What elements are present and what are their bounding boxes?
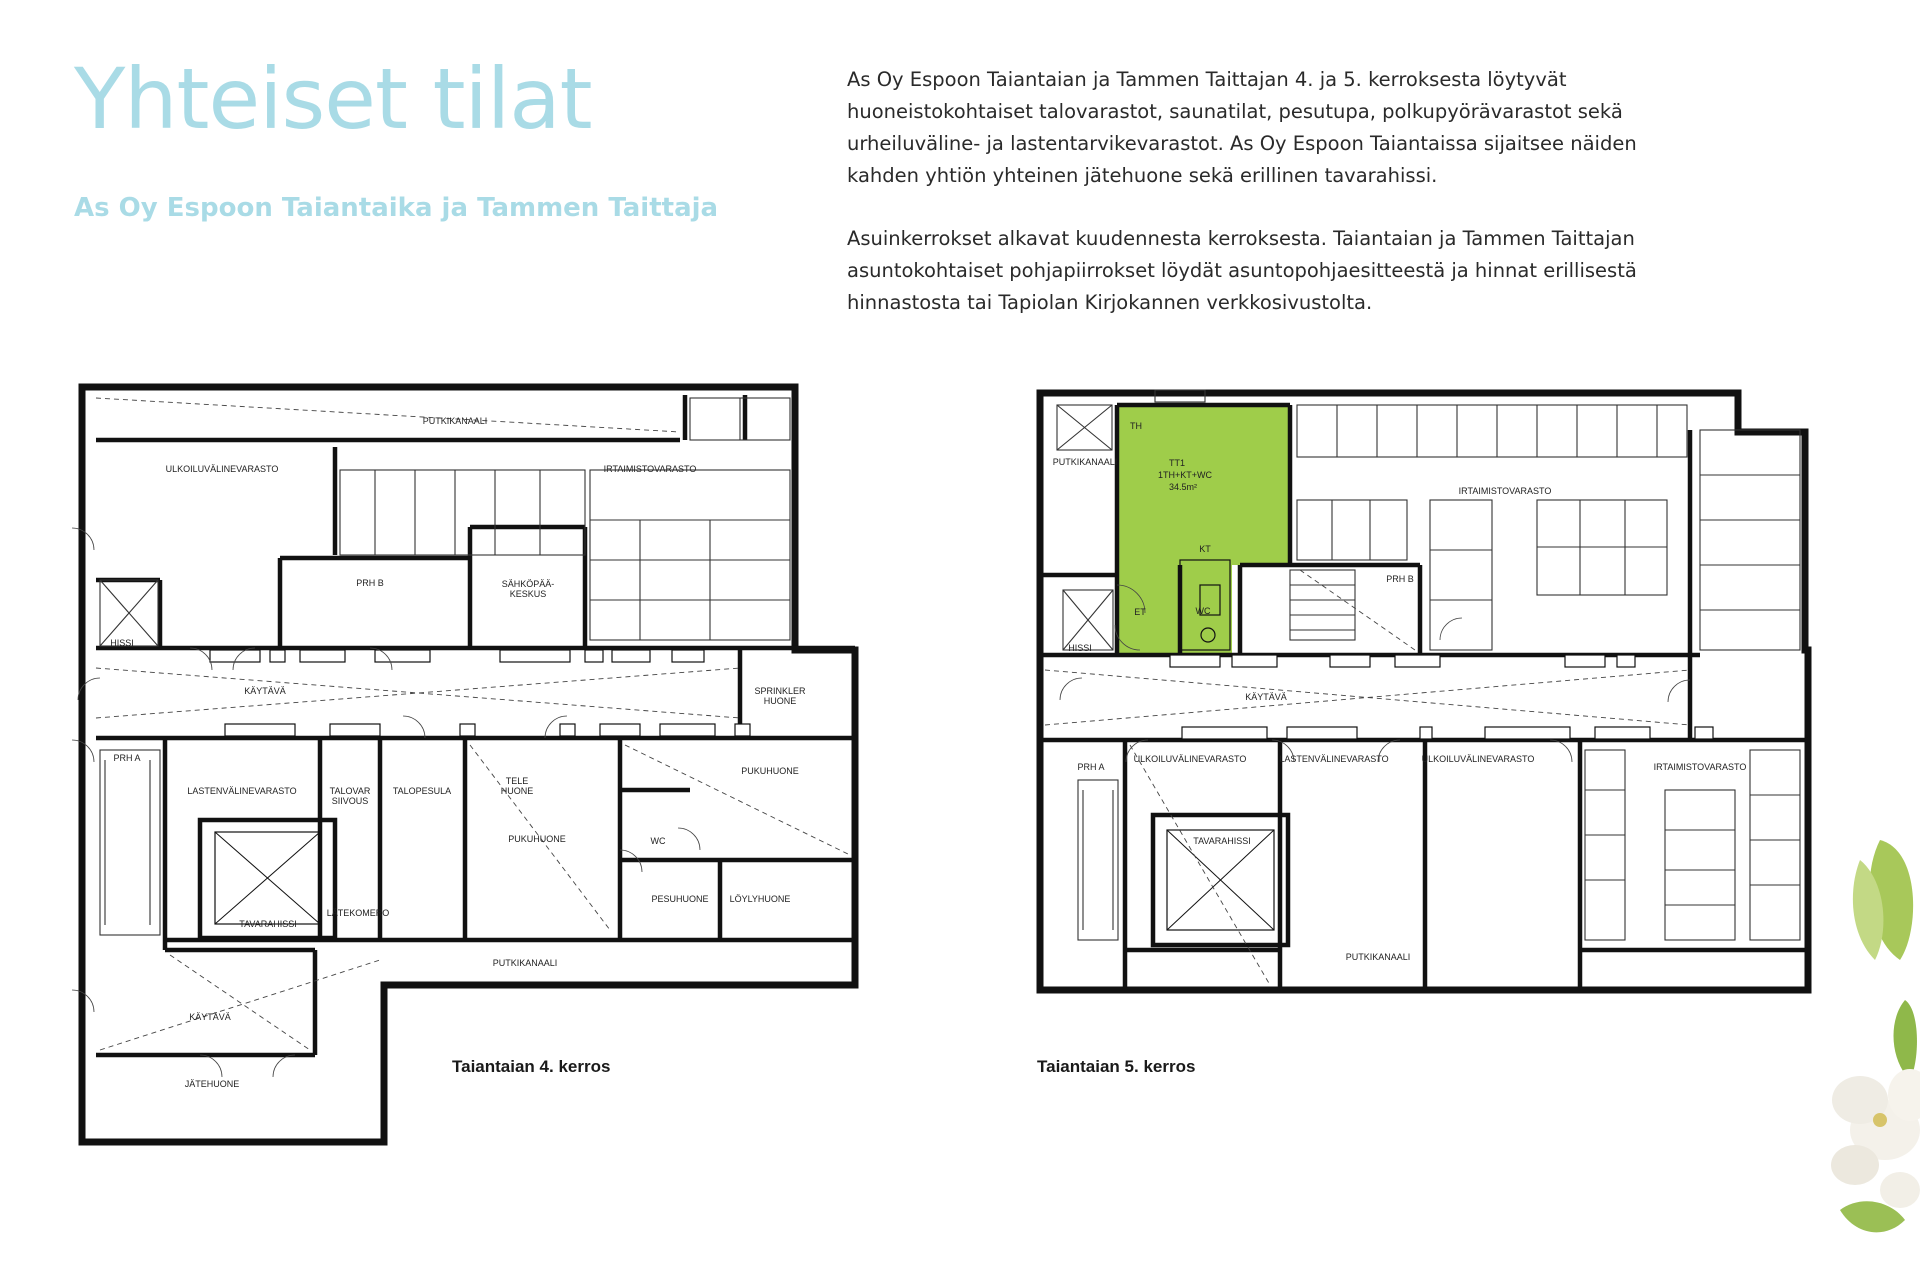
plan5-label-prh-a: PRH A: [1077, 762, 1104, 772]
plan4-label-sprinkler-1: SPRINKLER: [754, 686, 806, 696]
plan4-outer-wall: [78, 383, 859, 1146]
plan5-label-ulkoilu-1: ULKOILUVÄLINEVARASTO: [1134, 754, 1247, 764]
decorative-flower-image: [1831, 840, 1920, 1233]
page-title: Yhteiset tilat: [74, 50, 593, 148]
plan4-label-latekomero: LÄTEKOMERO: [327, 908, 390, 918]
plan4-label-wc: WC: [651, 836, 666, 846]
intro-paragraph-2: Asuinkerrokset alkavat kuudennesta kerro…: [847, 227, 1637, 314]
plan4-label-tele-2: HUONE: [501, 786, 534, 796]
plan5-label-lastenvaline: LASTENVÄLINEVARASTO: [1279, 754, 1388, 764]
plan4-label-sahko-1: SÄHKÖPÄÄ-: [502, 579, 555, 589]
page-subtitle: As Oy Espoon Taiantaika ja Tammen Taitta…: [74, 193, 719, 223]
plan5-label-wc: WC: [1196, 606, 1211, 616]
plan4-label-talovar-1: TALOVAR: [330, 786, 371, 796]
apartment-tt1-highlight: [1117, 405, 1290, 565]
plan5-label-ulkoilu-2: ULKOILUVÄLINEVARASTO: [1422, 754, 1535, 764]
plan5-label-th: TH: [1130, 421, 1142, 431]
plan4-label-prh-b: PRH B: [356, 578, 384, 588]
plan4-label-hissi: HISSI: [110, 638, 134, 648]
plan4-label-putkikanaali: PUTKIKANAALI: [423, 416, 488, 426]
plan5-label-irtaimisto-right: IRTAIMISTOVARASTO: [1654, 762, 1747, 772]
plan4-label-putkikanaali-bottom: PUTKIKANAALI: [493, 958, 558, 968]
plan4-label-pukuhuone-2: PUKUHUONE: [508, 834, 566, 844]
plan4-label-talovar-2: SIIVOUS: [332, 796, 369, 806]
plan4-label-tele-1: TELE: [506, 776, 529, 786]
plan5-caption: Taiantaian 5. kerros: [1037, 1057, 1196, 1076]
plan5-label-putkikanaali: PUTKIKANAALI: [1053, 457, 1118, 467]
floor-plan-5: TH TT1 1TH+KT+WC 34.5m² KT ET WC PUTKIKA…: [1036, 389, 1812, 994]
plan4-label-kaytava-lower: KÄYTÄVÄ: [189, 1012, 231, 1022]
plan4-label-prh-a: PRH A: [113, 753, 140, 763]
plan5-label-tt1-2: 1TH+KT+WC: [1158, 470, 1213, 480]
plan4-label-jatehuone: JÄTEHUONE: [185, 1079, 240, 1089]
plan5-label-tt1-3: 34.5m²: [1169, 482, 1197, 492]
plan4-label-pesuhuone: PESUHUONE: [651, 894, 708, 904]
plan5-label-irtaimisto-top: IRTAIMISTOVARASTO: [1459, 486, 1552, 496]
plan4-label-irtaimisto: IRTAIMISTOVARASTO: [604, 464, 697, 474]
plan5-label-hissi: HISSI: [1068, 643, 1092, 653]
plan4-label-talopesula: TALOPESULA: [393, 786, 451, 796]
plan4-label-sahko-2: KESKUS: [510, 589, 547, 599]
floor-plan-4: PUTKIKANAALI ULKOILUVÄLINEVARASTO IRTAIM…: [71, 383, 859, 1146]
plan5-label-prh-b: PRH B: [1386, 574, 1414, 584]
plan4-label-pukuhuone-1: PUKUHUONE: [741, 766, 799, 776]
plan4-label-ulkoilu: ULKOILUVÄLINEVARASTO: [166, 464, 279, 474]
plan4-label-sprinkler-2: HUONE: [764, 696, 797, 706]
plan5-label-et: ET: [1134, 607, 1146, 617]
plan5-label-tt1-1: TT1: [1169, 458, 1185, 468]
plan4-label-kaytava: KÄYTÄVÄ: [244, 686, 286, 696]
plan5-label-kaytava: KÄYTÄVÄ: [1245, 692, 1287, 702]
plan5-label-putkikanaali-bottom: PUTKIKANAALI: [1346, 952, 1411, 962]
plan4-caption: Taiantaian 4. kerros: [452, 1057, 611, 1076]
plan5-label-kt: KT: [1199, 544, 1211, 554]
plan4-label-loyly: LÖYLYHUONE: [730, 894, 791, 904]
plan4-label-lastenvaline: LASTENVÄLINEVARASTO: [187, 786, 296, 796]
plan5-label-tavarahissi: TAVARAHISSI: [1193, 836, 1251, 846]
plan4-label-tavarahissi: TAVARAHISSI: [239, 919, 297, 929]
intro-paragraph-1: As Oy Espoon Taiantaian ja Tammen Taitta…: [847, 68, 1637, 187]
plan5-outer-wall: [1036, 389, 1812, 994]
intro-text: As Oy Espoon Taiantaian ja Tammen Taitta…: [847, 64, 1687, 350]
